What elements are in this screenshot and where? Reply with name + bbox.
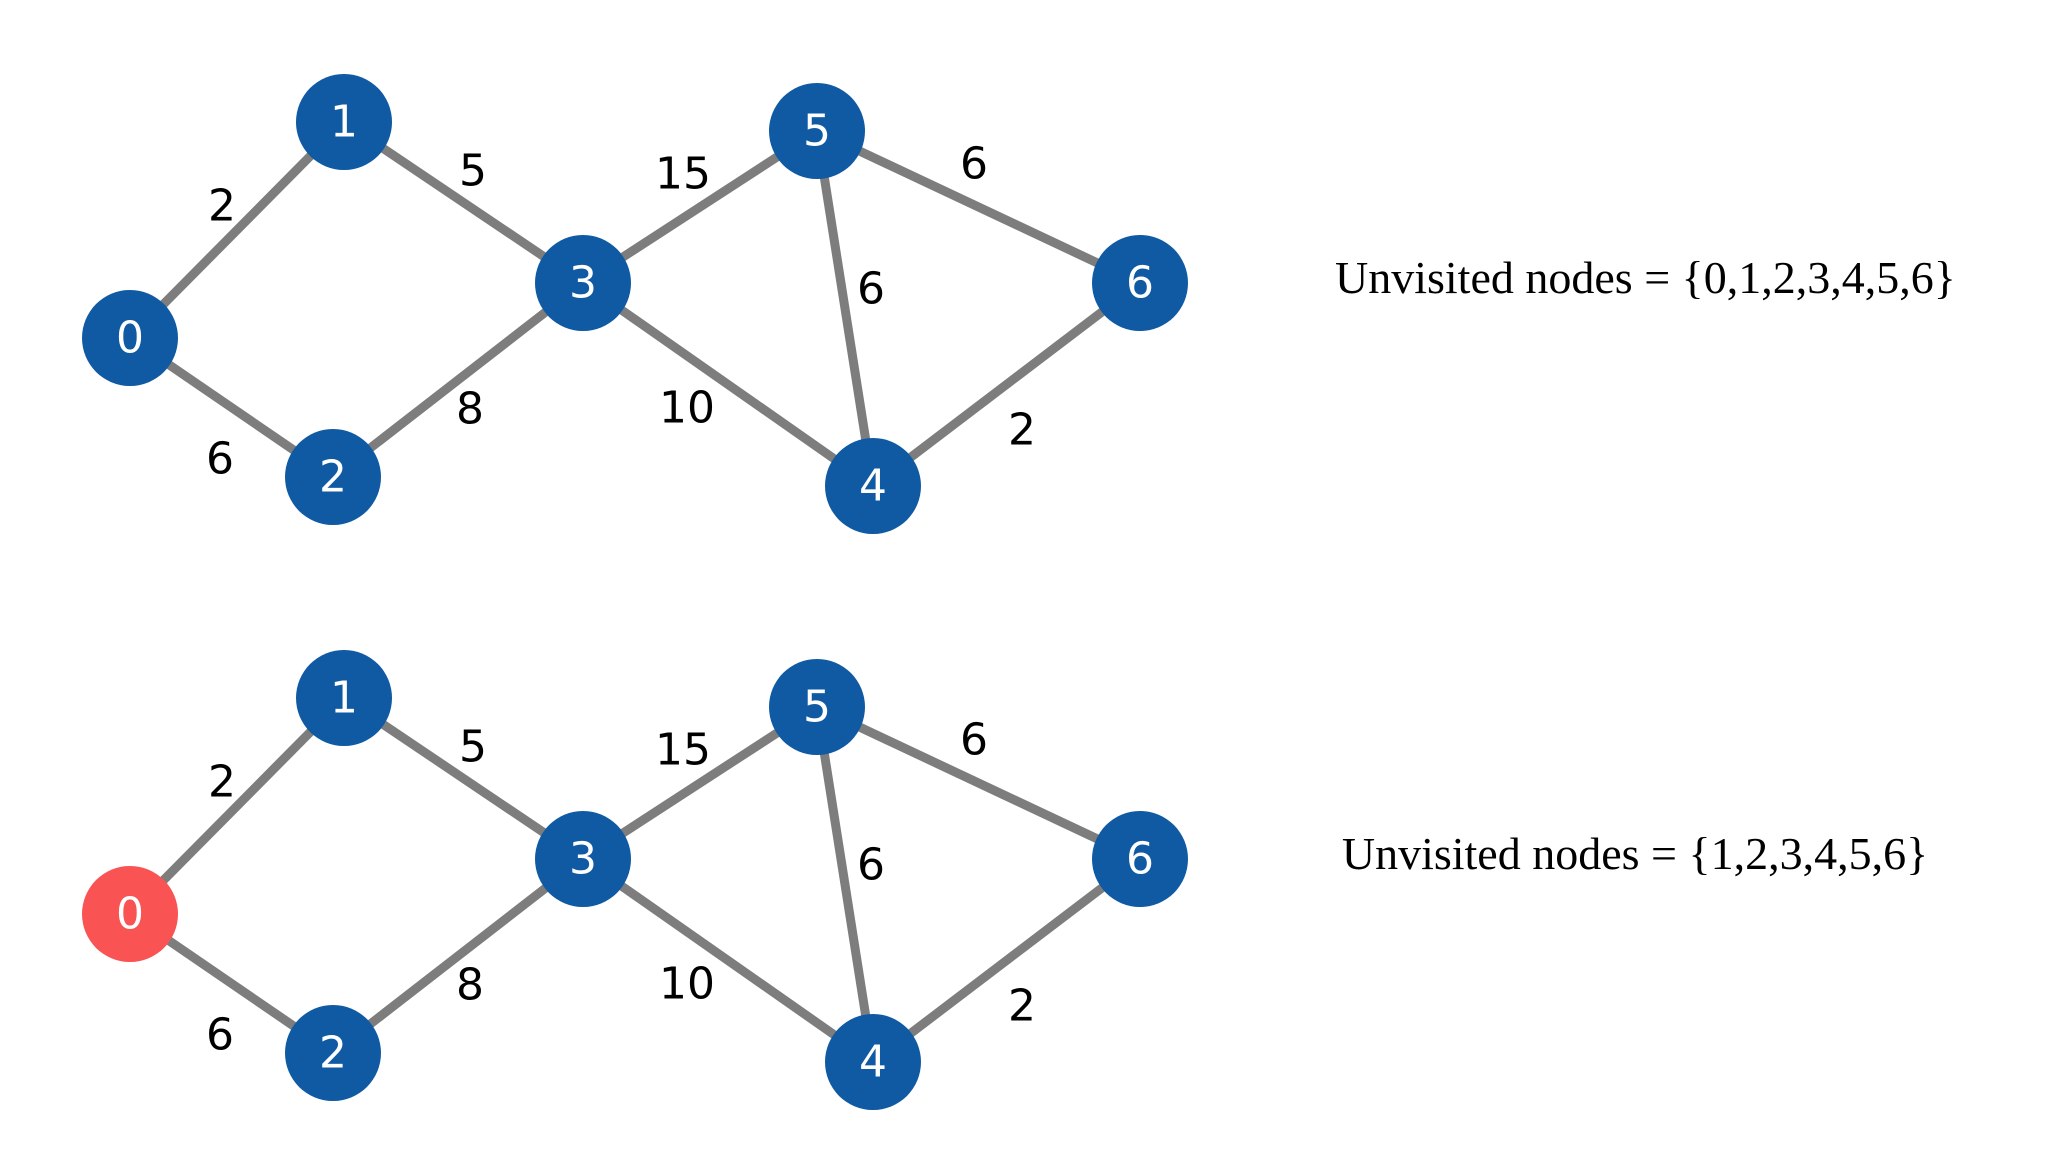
node-label-3: 3: [569, 834, 597, 885]
graph-panel-step-1: 2 6 5 8 15 10 6 6 2 0 1 2 3 4 5 6: [82, 650, 1188, 1110]
edge-weight-3-5: 15: [655, 725, 711, 776]
graph-node-3: [535, 235, 631, 331]
edge-2-3: [330, 279, 586, 481]
node-label-6: 6: [1126, 834, 1154, 885]
edge-2-3: [330, 855, 586, 1057]
edge-weight-3-4: 10: [659, 959, 715, 1010]
graph-node-0: [82, 290, 178, 386]
edge-0-1: [126, 694, 348, 918]
edge-weight-0-2: 6: [206, 434, 234, 485]
graph-panel-step-0: 2 6 5 8 15 10 6 6 2 0 1 2 3 4 5 6: [82, 74, 1188, 534]
graph-node-5: [769, 659, 865, 755]
node-label-4: 4: [859, 1037, 887, 1088]
edge-weight-0-1: 2: [208, 181, 236, 232]
edge-weight-0-1: 2: [208, 757, 236, 808]
node-label-0: 0: [116, 889, 144, 940]
edge-weight-3-5: 15: [655, 149, 711, 200]
edge-weight-1-3: 5: [459, 722, 487, 773]
graph-node-4: [825, 1014, 921, 1110]
edge-3-4: [580, 279, 876, 490]
graph-node-2: [285, 1005, 381, 1101]
edge-weight-2-3: 8: [456, 960, 484, 1011]
graph-node-1: [296, 650, 392, 746]
graph-node-6: [1092, 811, 1188, 907]
edge-weight-1-3: 5: [459, 146, 487, 197]
unvisited-nodes-caption-step-1: Unvisited nodes = {1,2,3,4,5,6}: [1341, 828, 1929, 879]
graph-node-0-visited: [82, 866, 178, 962]
edge-weight-3-4: 10: [659, 383, 715, 434]
edge-4-6: [870, 855, 1143, 1066]
edge-weight-4-6: 2: [1008, 405, 1036, 456]
unvisited-nodes-caption-step-0: Unvisited nodes = {0,1,2,3,4,5,6}: [1335, 252, 1956, 303]
node-label-5: 5: [803, 682, 831, 733]
edge-4-6: [870, 279, 1143, 490]
graph-node-6: [1092, 235, 1188, 331]
edge-weight-0-2: 6: [206, 1010, 234, 1061]
edge-5-4: [812, 130, 878, 487]
graph-node-1: [296, 74, 392, 170]
node-label-2: 2: [319, 1028, 347, 1079]
node-label-1: 1: [330, 97, 358, 148]
graph-node-5: [769, 83, 865, 179]
graph-node-3: [535, 811, 631, 907]
edge-weight-5-4: 6: [857, 840, 885, 891]
edge-5-6: [815, 126, 1142, 288]
edge-weight-5-6: 6: [960, 715, 988, 766]
node-label-6: 6: [1126, 258, 1154, 309]
edge-5-4: [812, 706, 878, 1063]
node-label-3: 3: [569, 258, 597, 309]
graph-node-2: [285, 429, 381, 525]
graph-node-4: [825, 438, 921, 534]
node-label-2: 2: [319, 452, 347, 503]
edge-weight-4-6: 2: [1008, 981, 1036, 1032]
node-label-0: 0: [116, 313, 144, 364]
edge-5-6: [815, 702, 1142, 864]
edge-weight-5-6: 6: [960, 139, 988, 190]
node-label-4: 4: [859, 461, 887, 512]
node-label-1: 1: [330, 673, 358, 724]
edge-3-4: [580, 855, 876, 1066]
edge-1-3: [341, 694, 586, 863]
node-label-5: 5: [803, 106, 831, 157]
edge-1-3: [341, 118, 586, 287]
edge-weight-5-4: 6: [857, 264, 885, 315]
edge-weight-2-3: 8: [456, 384, 484, 435]
edge-0-1: [126, 118, 348, 342]
